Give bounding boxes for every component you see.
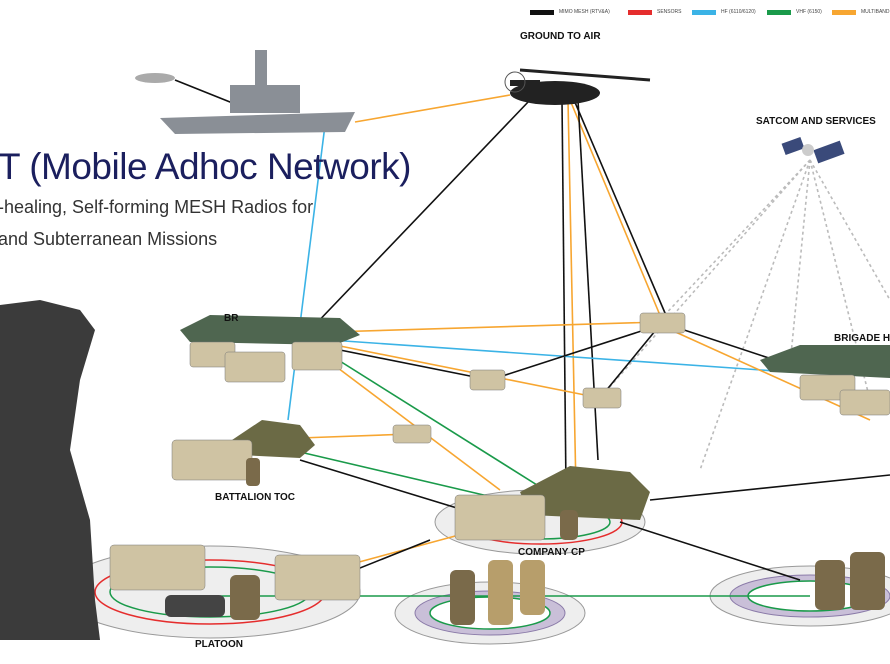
vehicle-icon [109, 544, 206, 591]
vehicle-icon [224, 351, 286, 383]
ship-icon [135, 50, 355, 134]
vehicle-icon [839, 389, 890, 416]
vehicle-icon [171, 439, 253, 481]
vehicle-icon [274, 554, 361, 601]
vehicle-icon [454, 494, 546, 541]
link-heli-brigade [309, 99, 531, 331]
company-tent-icon [520, 466, 650, 520]
legend-item: HF (6110/6120) [692, 9, 756, 15]
label-satcom: SATCOM AND SERVICES [756, 116, 876, 127]
label-company: COMPANY CP [518, 547, 585, 558]
soldiers-icon [165, 458, 885, 625]
label-brigade-left: BR [224, 313, 239, 324]
vehicle-icon [639, 312, 686, 334]
label-platoon: PLATOON [195, 639, 243, 650]
legend-item: MULTIBAND [832, 9, 890, 15]
link-ship-heli [354, 94, 511, 123]
label-battalion: BATTALION TOC [215, 492, 295, 503]
vehicle-icon [582, 387, 622, 409]
label-brigade-right: BRIGADE H [834, 333, 890, 344]
brigade-left-tent-icon [180, 315, 360, 345]
page-title: T (Mobile Adhoc Network) [0, 146, 411, 187]
label-ground-to-air: GROUND TO AIR [520, 31, 601, 42]
vehicles [109, 312, 890, 601]
legend-item: VHF (6150) [767, 9, 822, 15]
battalion-tent-icon [232, 420, 315, 458]
soldier-image [0, 300, 100, 640]
satellite-icon [781, 136, 845, 164]
vehicle-icon [291, 341, 343, 371]
subtitle-line-2: and Subterranean Missions [0, 229, 218, 249]
legend-item: SENSORS [628, 9, 681, 15]
link-ship-battalion [287, 124, 326, 421]
subtitle-line-1: -healing, Self-forming MESH Radios for [0, 197, 314, 217]
legend-item: MIMO MESH (RTV&A) [530, 9, 610, 15]
vehicle-icon [392, 424, 432, 444]
vehicle-icon [469, 369, 506, 391]
brigade-right-tent-icon [760, 345, 890, 378]
helicopter-icon [504, 68, 651, 105]
